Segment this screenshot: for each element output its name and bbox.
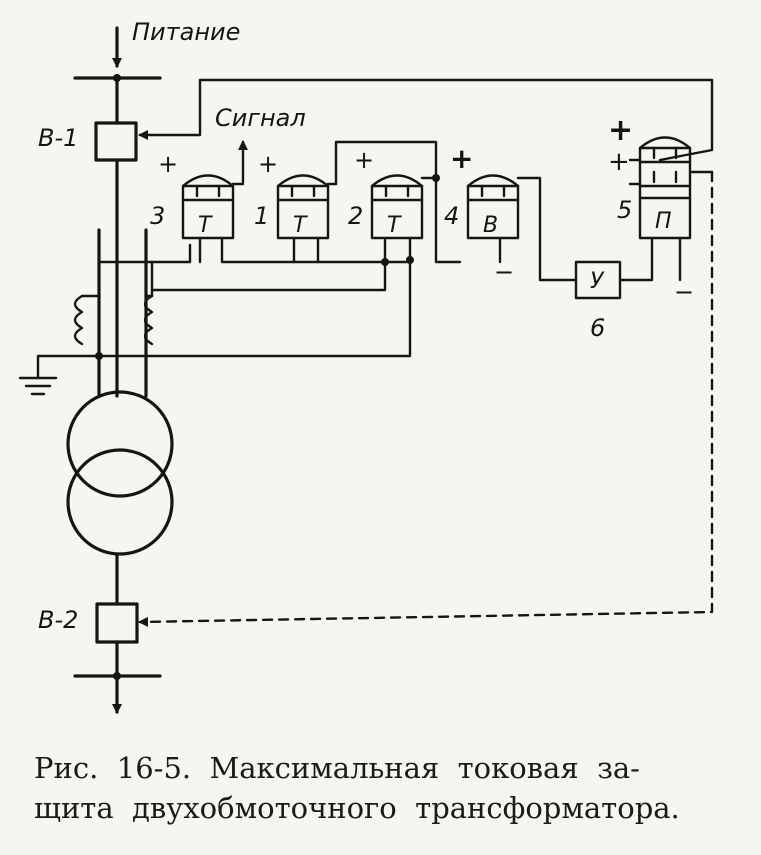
amplifier-number: 6 xyxy=(590,314,605,342)
ct-left-to-relay3 xyxy=(97,243,192,264)
relay-4-number: 4 xyxy=(444,202,459,230)
relay-3-plus: + xyxy=(158,150,178,178)
ground-symbol xyxy=(18,354,101,396)
relay-3-letter: Т xyxy=(198,213,213,238)
breaker-b1: В-1 xyxy=(38,121,138,162)
current-transformer-left xyxy=(73,294,101,346)
current-transformer-right xyxy=(143,294,154,346)
relay-1-letter: Т xyxy=(293,213,308,238)
relay-1-number: 1 xyxy=(254,202,269,230)
amplifier-to-relay5 xyxy=(618,236,654,282)
breaker-b1-label: В-1 xyxy=(38,124,78,152)
amplifier-letter: У xyxy=(590,269,605,294)
figure-caption: Рис. 16-5. Максимальная токовая за- щита… xyxy=(34,748,734,828)
relay-5-minus: − xyxy=(674,278,694,306)
relay-4-to-amplifier xyxy=(516,176,578,282)
relay-4-plus: + xyxy=(450,142,473,175)
breaker-b2: В-2 xyxy=(38,602,139,644)
plus-bus-relay1-relay2 xyxy=(334,140,438,186)
breaker-b2-label: В-2 xyxy=(38,606,78,634)
relay-5-intermediate: П 5 + + − xyxy=(608,113,714,306)
relay-bottom-bus xyxy=(220,236,412,264)
power-transformer xyxy=(66,390,174,556)
power-label: Питание xyxy=(132,18,240,46)
signal-label: Сигнал xyxy=(215,104,306,132)
relay-4-letter: В xyxy=(483,213,498,238)
relay-5-plus-top: + xyxy=(608,113,633,148)
caption-line-1: Рис. 16-5. Максимальная токовая за- xyxy=(34,751,640,785)
relay-3-number: 3 xyxy=(150,202,165,230)
ct-right-to-relay2 xyxy=(150,238,387,292)
trip-line-b2 xyxy=(138,170,714,627)
relay-1-plus: + xyxy=(258,150,278,178)
relay-3-current: Т 3 + xyxy=(150,150,235,240)
relay-4-time: В 4 + − xyxy=(444,142,520,286)
power-input: Питание xyxy=(112,18,240,68)
relay-2-number: 2 xyxy=(348,202,363,230)
relay-2-current: Т 2 + xyxy=(348,146,424,240)
relay-5-letter: П xyxy=(655,209,672,234)
relay-2-letter: Т xyxy=(387,213,402,238)
relay-1-current: Т 1 + xyxy=(254,150,330,240)
relay-5-number: 5 xyxy=(617,196,632,224)
relay-4-minus: − xyxy=(494,258,514,286)
protection-circuit-diagram: Питание В-1 xyxy=(18,18,714,714)
relay-2-plus: + xyxy=(354,146,374,174)
relay-2-output-wire xyxy=(420,176,462,264)
caption-line-2: щита двухобмоточного трансформатора. xyxy=(34,791,680,825)
signal-output: Сигнал xyxy=(215,104,306,184)
relay-5-plus-bottom: + xyxy=(608,147,630,177)
trip-line-b1 xyxy=(138,78,714,162)
amplifier-block: У 6 xyxy=(574,260,622,342)
